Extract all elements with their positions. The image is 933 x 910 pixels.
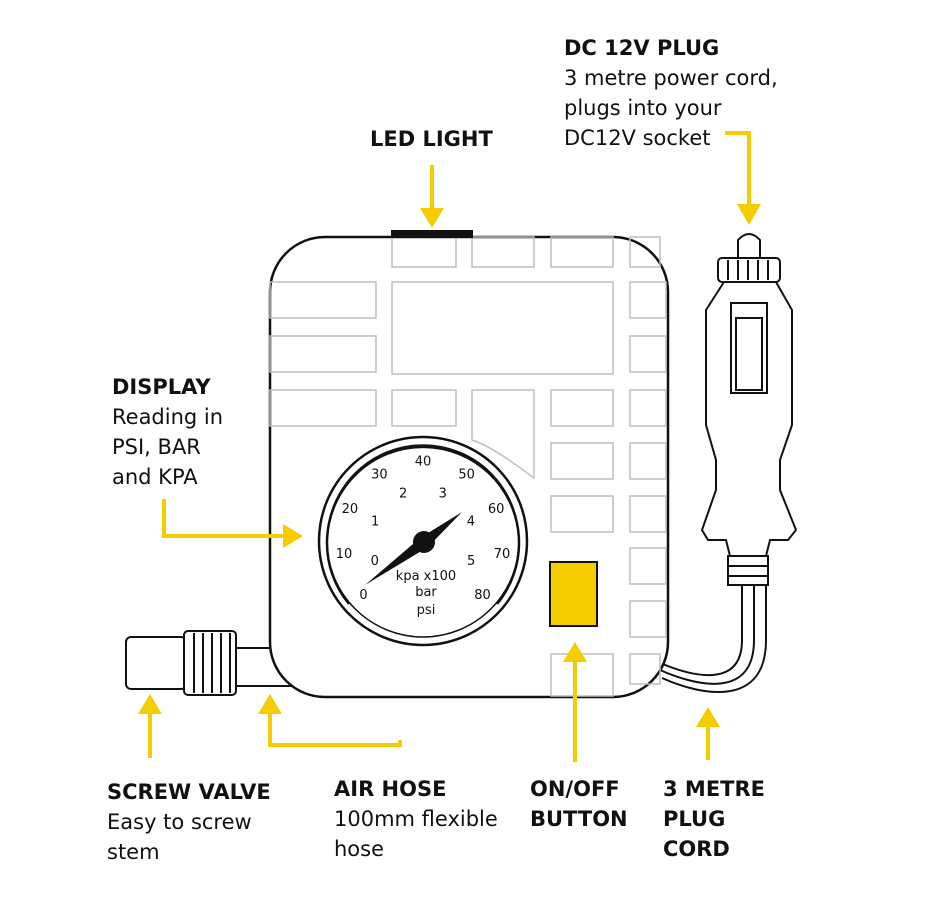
psi-tick-20: 20	[342, 502, 359, 517]
gauge-unit-psi: psi	[417, 603, 436, 618]
led-arrowhead	[420, 208, 444, 228]
plug-cord-heading-3: CORD	[663, 837, 730, 861]
bar-tick-labels: 0 1 2 3 4 5	[371, 487, 476, 570]
display-line-3: and KPA	[112, 465, 198, 489]
screw-valve-arrowhead	[138, 694, 162, 714]
bar-tick-0: 0	[371, 554, 379, 569]
psi-tick-40: 40	[415, 455, 432, 470]
display-arrowhead	[283, 524, 303, 548]
pressure-gauge: 0 10 20 30 40 50 60 70 80 0 1 2 3 4 5 kpa x100 bar ps…	[317, 435, 529, 647]
bar-tick-2: 2	[399, 487, 407, 502]
psi-tick-30: 30	[371, 468, 388, 483]
gauge-unit-bar: bar	[415, 585, 437, 600]
on-off-heading-1: ON/OFF	[530, 777, 620, 801]
screw-valve-line-1: Easy to screw	[107, 810, 252, 834]
psi-tick-10: 10	[336, 547, 353, 562]
plug-cord	[657, 585, 767, 694]
dc-plug-line-1: 3 metre power cord,	[564, 66, 778, 90]
plug-cord-arrowhead	[696, 707, 720, 727]
air-hose-arrowhead	[258, 694, 282, 714]
dc-plug-arrowhead	[737, 204, 761, 225]
psi-tick-80: 80	[474, 588, 491, 603]
plug-cord-heading-2: PLUG	[663, 807, 726, 831]
screw-valve-heading: SCREW VALVE	[107, 780, 271, 804]
on-off-callout: ON/OFF BUTTON	[530, 774, 628, 834]
air-hose-line-2: hose	[334, 837, 385, 861]
bar-tick-4: 4	[467, 514, 475, 529]
led-light-heading: LED LIGHT	[370, 127, 493, 151]
gauge-needle	[365, 538, 428, 585]
on-off-heading-2: BUTTON	[530, 807, 628, 831]
psi-tick-60: 60	[488, 502, 505, 517]
dc-plug-callout: DC 12V PLUG 3 metre power cord, plugs in…	[564, 33, 778, 153]
on-off-arrowhead	[563, 642, 587, 662]
screw-valve	[125, 630, 237, 696]
screw-valve-callout: SCREW VALVE Easy to screw stem	[107, 777, 271, 867]
display-heading: DISPLAY	[112, 375, 211, 399]
psi-tick-70: 70	[494, 547, 511, 562]
callout-arrows	[148, 131, 751, 762]
psi-tick-50: 50	[458, 468, 475, 483]
plug-cord-callout: 3 METRE PLUG CORD	[663, 774, 765, 864]
bar-tick-5: 5	[467, 554, 475, 569]
bar-tick-1: 1	[371, 514, 379, 529]
led-light	[391, 230, 473, 238]
callout-arrowheads	[138, 204, 761, 727]
on-off-button	[549, 561, 598, 627]
display-arrow-line	[162, 499, 286, 538]
air-hose-heading: AIR HOSE	[334, 777, 447, 801]
air-hose-line-1: 100mm flexible	[334, 807, 498, 831]
dc-plug-heading: DC 12V PLUG	[564, 36, 720, 60]
psi-tick-0: 0	[359, 588, 367, 603]
air-hose-callout: AIR HOSE 100mm flexible hose	[334, 774, 498, 864]
air-hose-arrow-line	[268, 712, 402, 747]
led-light-callout: LED LIGHT	[370, 124, 493, 154]
gauge-unit-kpa: kpa x100	[396, 569, 456, 584]
display-line-1: Reading in	[112, 405, 224, 429]
gauge-hub	[413, 531, 435, 553]
bar-tick-3: 3	[439, 487, 447, 502]
display-callout: DISPLAY Reading in PSI, BAR and KPA	[112, 372, 223, 492]
plug-cord-heading-1: 3 METRE	[663, 777, 766, 801]
display-line-2: PSI, BAR	[112, 435, 201, 459]
dc-plug-arrow-line	[725, 131, 751, 208]
dc-plug-line-3: DC12V socket	[564, 126, 711, 150]
dc-plug-line-2: plugs into your	[564, 96, 722, 120]
screw-valve-line-2: stem	[107, 840, 160, 864]
dc-plug	[700, 233, 798, 586]
